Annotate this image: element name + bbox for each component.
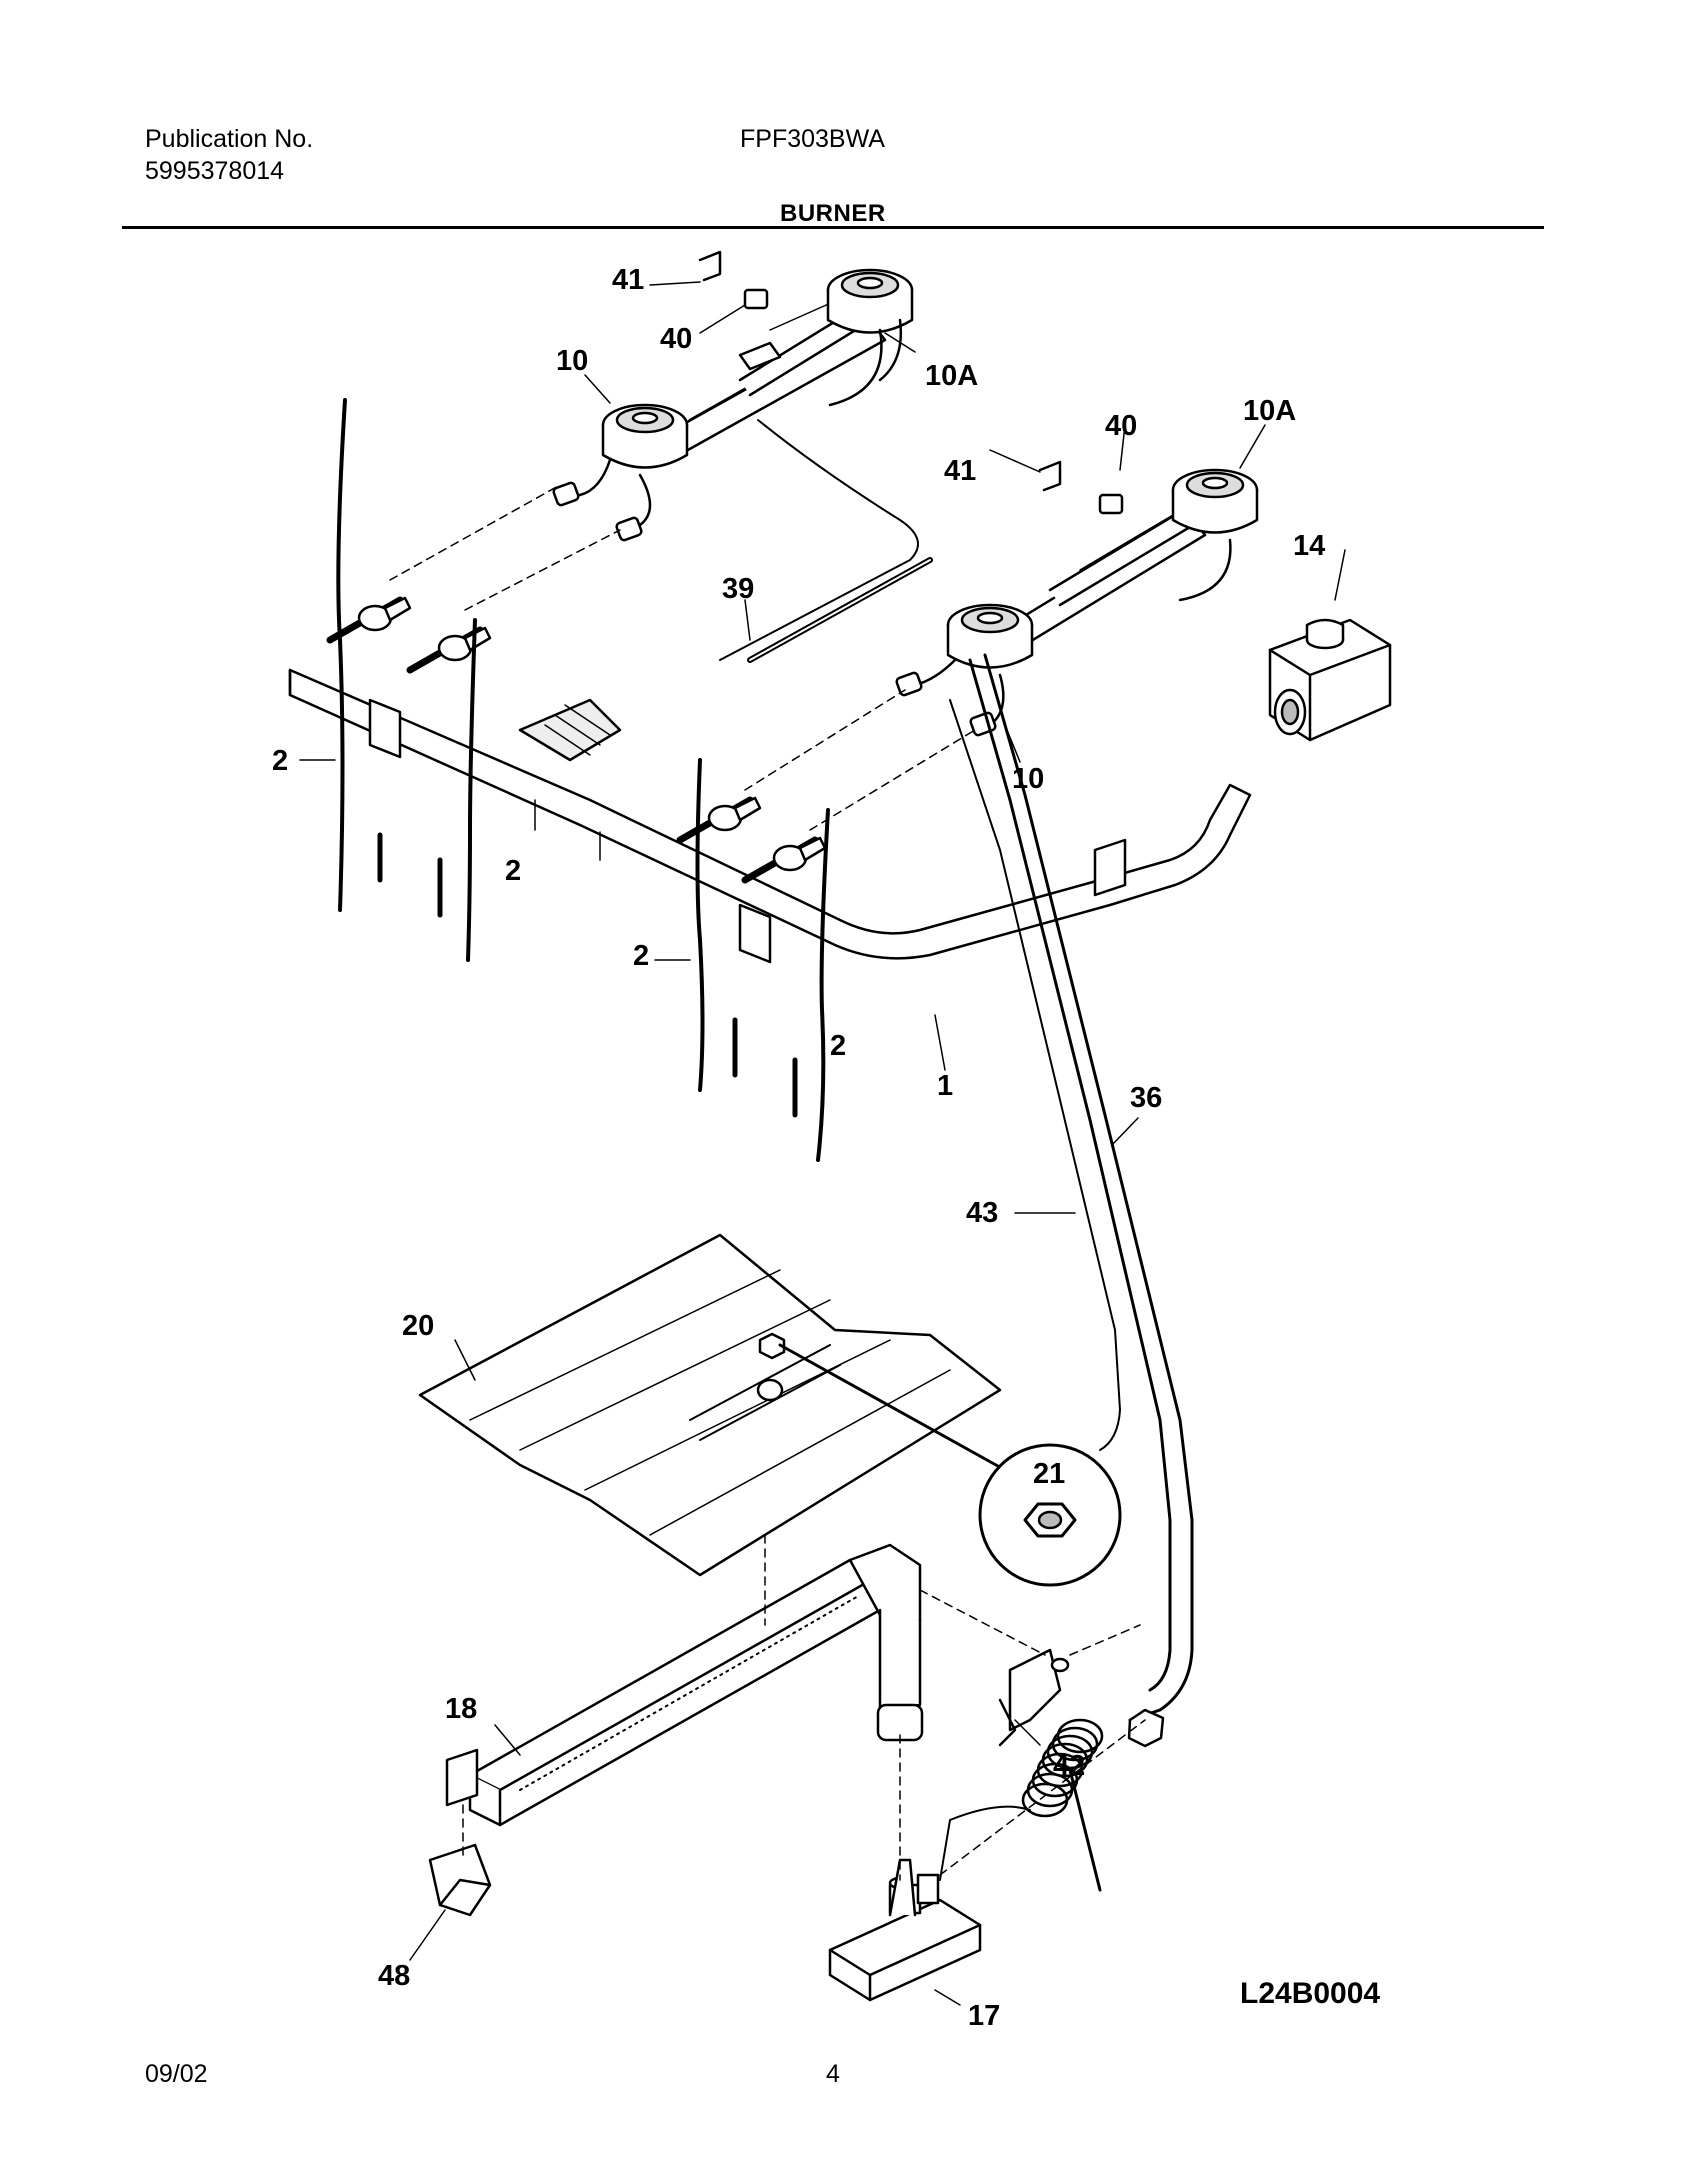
header-rule <box>122 226 1544 229</box>
oven-burner-18 <box>445 1543 924 1827</box>
callout-41-rear: 41 <box>612 264 644 296</box>
callout-labels: 41 40 10 10A 41 40 10A 14 39 10 2 2 2 2 … <box>272 264 1380 2032</box>
detail-bubble-21 <box>778 1343 1122 1587</box>
burner-head-10a <box>826 268 914 334</box>
callout-10-rear: 10 <box>556 345 588 377</box>
burner-valves-2 <box>326 398 976 1162</box>
supply-tubes-36-43 <box>949 653 1194 1722</box>
thermocouple-39 <box>747 557 933 663</box>
callout-48: 48 <box>378 1960 410 1992</box>
drawing-code: L24B0004 <box>1240 1977 1380 2010</box>
callout-21: 21 <box>1033 1458 1065 1490</box>
burner-head-10a-front <box>1171 468 1259 534</box>
page-number: 4 <box>826 2060 840 2088</box>
footer-date: 09/02 <box>145 2060 208 2088</box>
model-number: FPF303BWA <box>740 125 885 153</box>
callout-leaders <box>299 281 1346 2006</box>
callout-40-rear: 40 <box>660 323 692 355</box>
manifold-pipe-1 <box>288 668 1252 964</box>
assembly-dash-lines <box>462 1534 1146 1881</box>
callout-39: 39 <box>722 573 754 605</box>
callout-41-front: 41 <box>944 455 976 487</box>
callout-2-a: 2 <box>272 745 288 777</box>
burner-baffle-20 <box>418 1233 1002 1577</box>
callout-2-c: 2 <box>633 940 649 972</box>
callout-2-d: 2 <box>830 1030 846 1062</box>
callout-10a-front: 10A <box>1243 395 1296 427</box>
burner-head-10 <box>601 403 689 469</box>
burner-assembly-front <box>895 460 1259 737</box>
callout-1: 1 <box>937 1070 953 1102</box>
callout-42: 42 <box>1053 1750 1085 1782</box>
callout-43: 43 <box>966 1197 998 1229</box>
publication-number: 5995378014 <box>145 157 285 185</box>
callout-2-b: 2 <box>505 855 521 887</box>
publication-label: Publication No. <box>145 125 314 153</box>
oven-thermostat-17 <box>828 1708 1165 2002</box>
callout-10-front: 10 <box>1012 763 1044 795</box>
bracket-48 <box>428 1843 492 1917</box>
callout-20: 20 <box>402 1310 434 1342</box>
burner-assembly-rear <box>552 250 919 661</box>
callout-14: 14 <box>1293 530 1325 562</box>
callout-18: 18 <box>445 1693 477 1725</box>
callout-10a-rear: 10A <box>925 360 978 392</box>
burner-head-10-front <box>946 603 1034 669</box>
ignitor-bracket-42 <box>998 1648 1070 1747</box>
safety-valve-14 <box>1268 618 1392 742</box>
callout-36: 36 <box>1130 1082 1162 1114</box>
section-title: BURNER <box>780 200 886 227</box>
callout-17: 17 <box>968 2000 1000 2032</box>
callout-40-front: 40 <box>1105 410 1137 442</box>
